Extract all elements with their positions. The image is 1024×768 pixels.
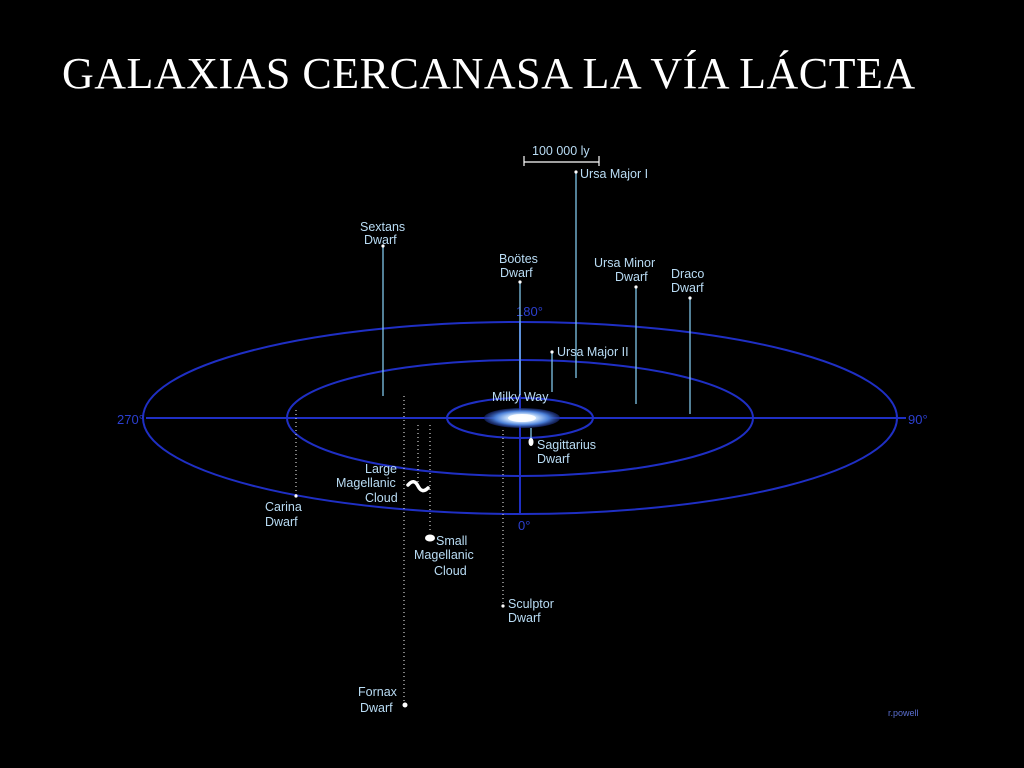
galaxy-bootes-dwarf: Boötes Dwarf (499, 252, 538, 395)
svg-text:Ursa Major I: Ursa Major I (580, 167, 648, 181)
svg-text:Draco: Draco (671, 267, 704, 281)
page-title: GALAXIAS CERCANASA LA VÍA LÁCTEA (62, 49, 916, 98)
galaxy-sextans-dwarf: Sextans Dwarf (360, 220, 405, 396)
galaxy-draco-dwarf: Draco Dwarf (671, 267, 704, 414)
scale-bar: 100 000 ly (523, 144, 600, 166)
angle-270-label: 270° (117, 412, 144, 427)
svg-text:Sagittarius: Sagittarius (537, 438, 596, 452)
svg-text:Magellanic: Magellanic (414, 548, 474, 562)
svg-text:Milky Way: Milky Way (492, 390, 549, 404)
svg-text:Dwarf: Dwarf (364, 233, 397, 247)
angle-180-label: 180° (516, 304, 543, 319)
galaxy-small-magellanic-cloud: Small Magellanic Cloud (414, 425, 474, 578)
galaxy-milky-way: Milky Way (484, 390, 560, 428)
svg-text:Dwarf: Dwarf (360, 701, 393, 715)
svg-text:Carina: Carina (265, 500, 302, 514)
galaxy-carina-dwarf: Carina Dwarf (265, 410, 302, 529)
svg-text:Fornax: Fornax (358, 685, 398, 699)
galaxy-fornax-dwarf: Fornax Dwarf (358, 396, 408, 715)
svg-text:Sculptor: Sculptor (508, 597, 554, 611)
galaxy-ursa-major-2: Ursa Major II (550, 345, 629, 392)
scale-label: 100 000 ly (532, 144, 590, 158)
svg-text:Sextans: Sextans (360, 220, 405, 234)
galaxy-large-magellanic-cloud: Large Magellanic Cloud (336, 425, 430, 505)
svg-text:Ursa Major II: Ursa Major II (557, 345, 629, 359)
svg-text:Dwarf: Dwarf (537, 452, 570, 466)
svg-text:Cloud: Cloud (434, 564, 467, 578)
angle-0-label: 0° (518, 518, 530, 533)
svg-text:Large: Large (365, 462, 397, 476)
svg-text:Dwarf: Dwarf (265, 515, 298, 529)
svg-text:Small: Small (436, 534, 467, 548)
svg-text:Ursa Minor: Ursa Minor (594, 256, 655, 270)
galaxy-sculptor-dwarf: Sculptor Dwarf (501, 430, 554, 625)
galaxy-ursa-minor-dwarf: Ursa Minor Dwarf (594, 256, 655, 404)
svg-text:Dwarf: Dwarf (671, 281, 704, 295)
svg-text:Cloud: Cloud (365, 491, 398, 505)
angle-90-label: 90° (908, 412, 928, 427)
svg-text:Dwarf: Dwarf (500, 266, 533, 280)
svg-text:Dwarf: Dwarf (508, 611, 541, 625)
galaxy-ursa-major-1: Ursa Major I (574, 167, 648, 378)
svg-text:Magellanic: Magellanic (336, 476, 396, 490)
svg-text:Boötes: Boötes (499, 252, 538, 266)
svg-text:Dwarf: Dwarf (615, 270, 648, 284)
galaxy-sagittarius-dwarf: Sagittarius Dwarf (528, 428, 596, 466)
credit-signature: r.powell (888, 708, 919, 718)
